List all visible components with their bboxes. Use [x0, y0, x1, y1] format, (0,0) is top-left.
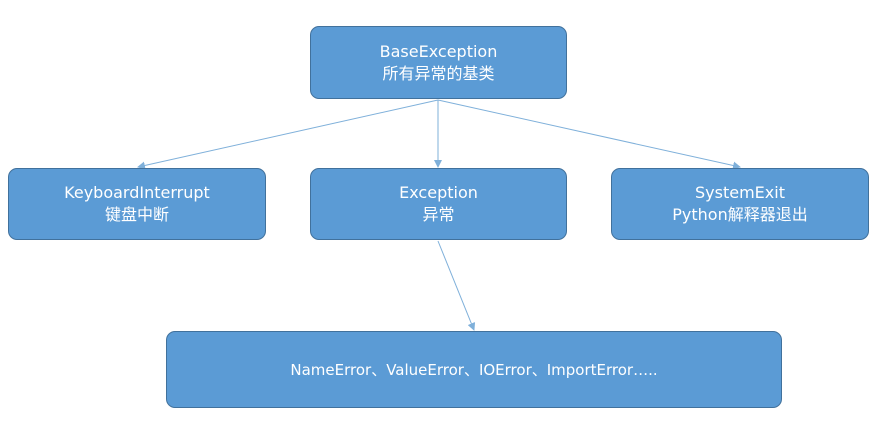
node-base-exception-desc: 所有异常的基类	[382, 63, 495, 83]
node-system-exit-title: SystemExit	[695, 183, 785, 202]
node-base-exception: BaseException 所有异常的基类	[310, 26, 567, 99]
node-keyboard-interrupt: KeyboardInterrupt 键盘中断	[8, 168, 266, 240]
node-exception: Exception 异常	[310, 168, 567, 240]
edge-base-to-keyboard	[137, 99, 439, 170]
node-exception-title: Exception	[399, 183, 478, 202]
node-keyboard-interrupt-desc: 键盘中断	[104, 205, 169, 224]
node-keyboard-interrupt-title: KeyboardInterrupt	[64, 183, 210, 202]
node-system-exit: SystemExit Python解释器退出	[611, 168, 869, 240]
node-exception-desc: 异常	[422, 205, 455, 224]
node-base-exception-title: BaseException	[379, 41, 498, 61]
edge-base-to-systemexit	[437, 99, 741, 170]
edge-exception-to-errors	[437, 240, 476, 331]
node-system-exit-desc: Python解释器退出	[672, 205, 808, 224]
node-error-subclasses: NameError、ValueError、IOError、ImportError…	[166, 331, 782, 408]
node-error-subclasses-list: NameError、ValueError、IOError、ImportError…	[290, 360, 658, 379]
